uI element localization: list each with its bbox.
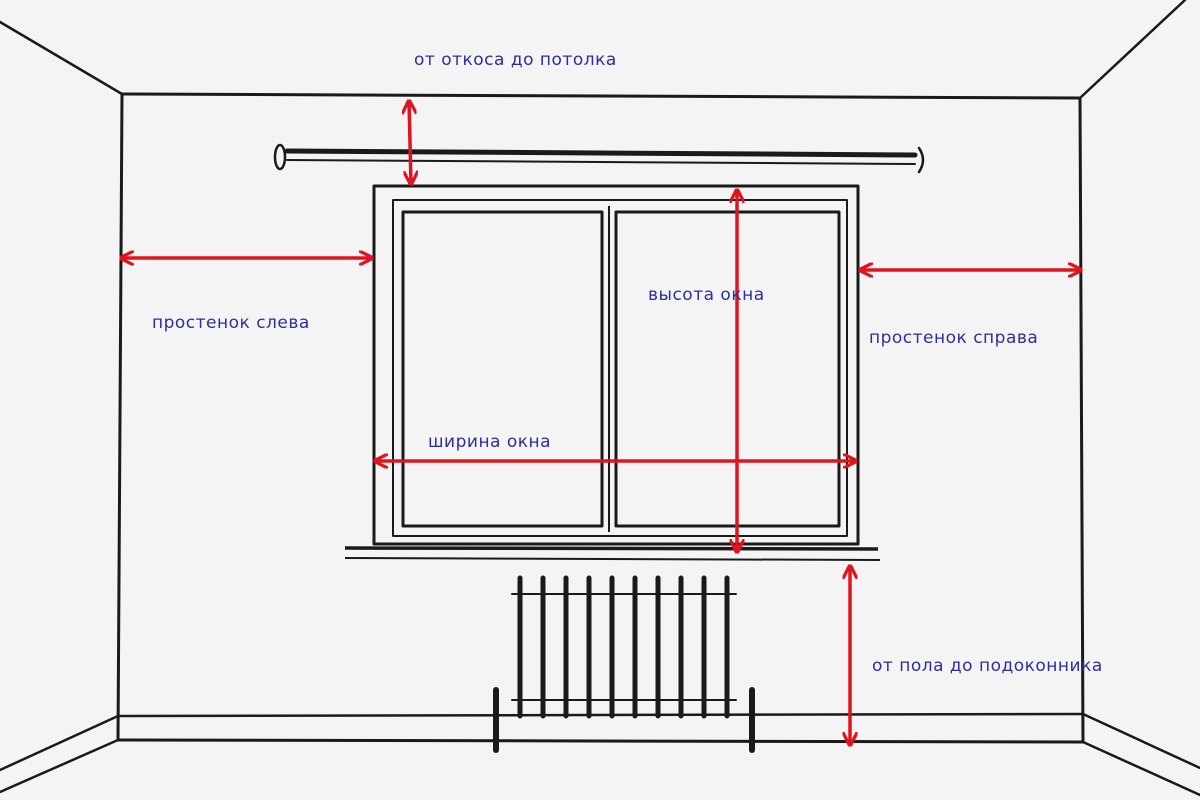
window-sill <box>344 546 879 551</box>
window-sill-front <box>344 557 881 561</box>
rod-left-end <box>273 143 287 171</box>
window <box>344 184 881 561</box>
label-wall-right: простенок справа <box>869 328 1039 348</box>
floor-right-edge <box>1081 740 1200 797</box>
arrow-slope-to-ceiling <box>409 101 411 184</box>
window-inner-frame <box>392 199 848 537</box>
label-wall-left: простенок слева <box>152 313 310 333</box>
curtain-rod <box>273 143 925 174</box>
label-slope-to-ceiling: от откоса до потолка <box>414 50 617 70</box>
ceiling-right-edge <box>1078 0 1187 100</box>
floor-left-edge <box>0 738 120 794</box>
ceiling-left-edge <box>0 20 124 96</box>
window-pane-left <box>401 210 604 528</box>
dimension-arrows <box>121 101 1081 745</box>
baseboard-right <box>1081 712 1200 770</box>
radiator <box>493 575 755 753</box>
baseboard-left <box>0 714 120 772</box>
rod-right-end <box>917 146 925 174</box>
window-outer-frame <box>372 184 860 546</box>
label-floor-to-sill: от пола до подоконника <box>872 656 1103 676</box>
window-pane-right <box>614 210 841 528</box>
baseboard-back <box>116 712 1085 718</box>
label-window-height: высота окна <box>648 285 765 305</box>
label-window-width: ширина окна <box>428 432 552 452</box>
